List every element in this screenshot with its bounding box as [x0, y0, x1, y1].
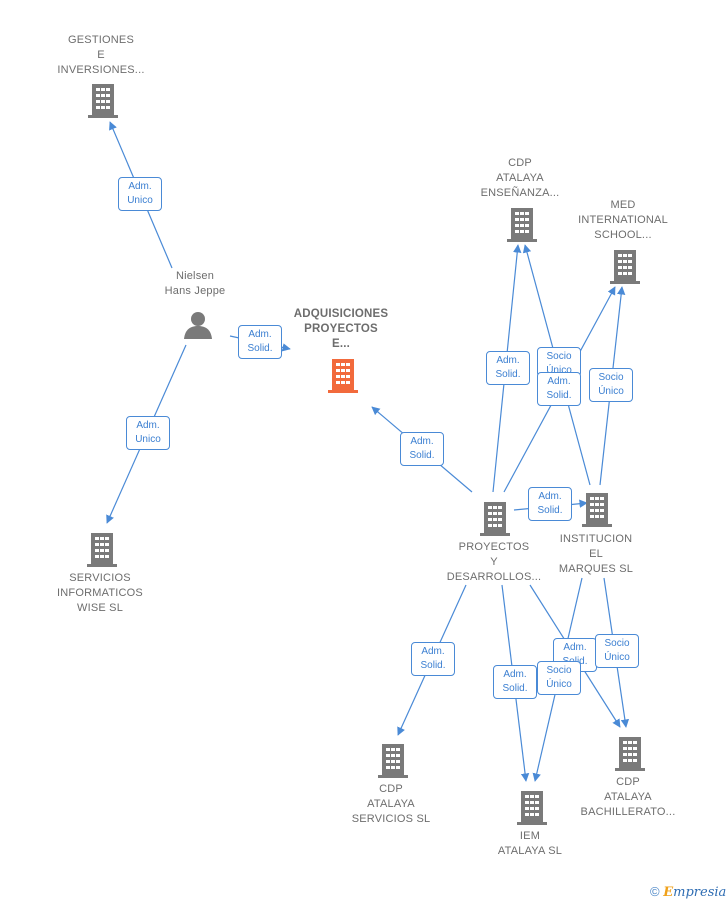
building-icon[interactable] [378, 742, 408, 778]
copyright-symbol: © [650, 884, 660, 899]
edge-label-proyectos-cdp-servicios: Adm. Solid. [411, 642, 455, 676]
edge-label-proyectos-iem: Adm. Solid. [493, 665, 537, 699]
node-label-iem-atalaya[interactable]: IEM ATALAYA SL [497, 830, 563, 857]
empresia-watermark: © Empresia [650, 884, 726, 900]
building-icon[interactable] [88, 82, 118, 118]
edge-label-proyectos-med: Adm. Solid. [537, 372, 581, 406]
building-icon[interactable] [480, 500, 510, 536]
edge-label-nielsen-servicios: Adm. Unico [126, 416, 170, 450]
brand-logo: Empresia [663, 885, 727, 900]
edge-label-institucion-iem: Socio Único [537, 661, 581, 695]
edge-label-nielsen-gestiones: Adm. Unico [118, 177, 162, 211]
node-label-cdp-ensenanza[interactable]: CDP ATALAYA ENSEÑANZA... [480, 157, 560, 199]
node-label-gestiones[interactable]: GESTIONES E INVERSIONES... [57, 34, 145, 76]
building-icon[interactable] [582, 491, 612, 527]
node-label-nielsen[interactable]: Nielsen Hans Jeppe [164, 270, 226, 297]
edge-label-proyectos-adquisiciones: Adm. Solid. [400, 432, 444, 466]
edge-label-proyectos-institucion: Adm. Solid. [528, 487, 572, 521]
building-icon[interactable] [517, 789, 547, 825]
node-label-cdp-bachillerato[interactable]: CDP ATALAYA BACHILLERATO... [580, 776, 676, 818]
node-label-servicios-wise[interactable]: SERVICIOS INFORMATICOS WISE SL [57, 572, 143, 614]
person-icon[interactable] [183, 310, 213, 340]
edge-label-institucion-bachillerato: Socio Único [595, 634, 639, 668]
building-icon[interactable] [87, 531, 117, 567]
building-icon[interactable] [615, 735, 645, 771]
edge-label-nielsen-adquisiciones: Adm. Solid. [238, 325, 282, 359]
node-label-proyectos-desarrollos[interactable]: PROYECTOS Y DESARROLLOS... [446, 541, 542, 583]
building-icon[interactable] [610, 248, 640, 284]
building-icon[interactable] [328, 357, 358, 393]
node-label-cdp-servicios[interactable]: CDP ATALAYA SERVICIOS SL [351, 783, 431, 825]
edge-label-institucion-med: Socio Único [589, 368, 633, 402]
edge-label-proyectos-cdp-ensenanza: Adm. Solid. [486, 351, 530, 385]
node-label-med-international[interactable]: MED INTERNATIONAL SCHOOL... [578, 199, 668, 241]
building-icon[interactable] [507, 206, 537, 242]
node-label-adquisiciones[interactable]: ADQUISICIONES PROYECTOS E... [293, 308, 389, 350]
node-label-institucion-marques[interactable]: INSTITUCION EL MARQUES SL [558, 533, 634, 575]
